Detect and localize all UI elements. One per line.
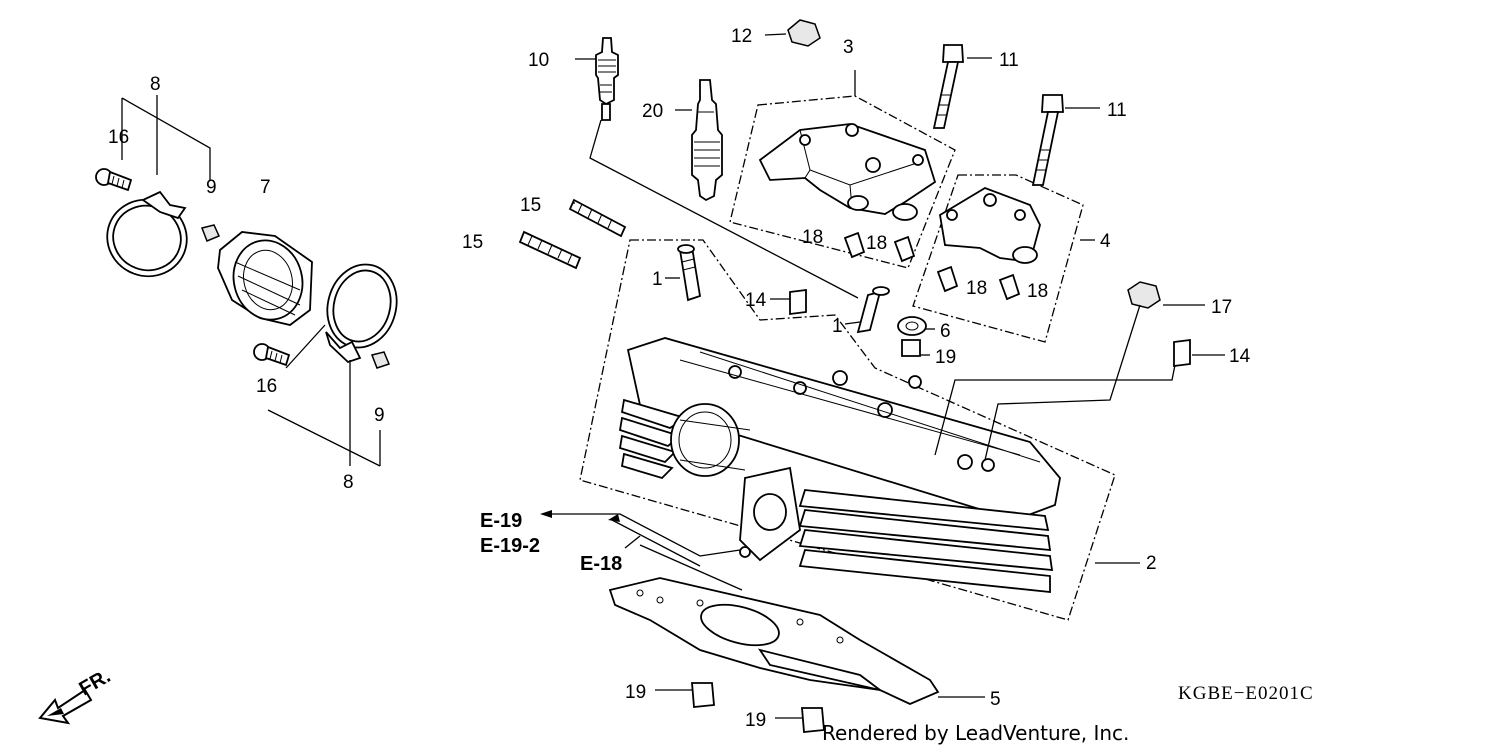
clamp-8-bottom-shape [325, 263, 398, 364]
label-part-11-bottom: 11 [1107, 100, 1127, 121]
label-part-15-lower: 15 [462, 232, 483, 253]
label-part-16-top: 16 [108, 127, 129, 148]
label-part-19-bottom: 19 [745, 710, 766, 731]
label-part-4: 4 [1100, 231, 1111, 252]
rocker-holder-3-group [729, 70, 956, 269]
credit-text: Rendered by LeadVenture, Inc. [822, 721, 1129, 745]
label-part-18-c: 18 [966, 278, 987, 299]
label-part-19-upper: 19 [935, 347, 956, 368]
dowel-19-mid-shape [691, 682, 715, 708]
label-part-9-top: 9 [206, 177, 217, 198]
label-part-19-mid: 19 [625, 682, 646, 703]
spark-plug-10-shape [595, 37, 619, 121]
label-part-8-bottom: 8 [343, 472, 354, 493]
intake-joint-7-shape [217, 231, 313, 326]
label-part-11-top: 11 [999, 50, 1019, 71]
ref-e18[interactable]: E-18 [580, 553, 622, 575]
nut-9-top-shape [200, 224, 221, 242]
bolt-16-top-shape [95, 168, 133, 192]
label-part-3: 3 [843, 37, 854, 58]
label-part-5: 5 [990, 689, 1001, 710]
label-part-6: 6 [940, 321, 951, 342]
bolt-11-shapes [932, 44, 1064, 186]
label-part-9-bottom: 9 [374, 405, 385, 426]
diagram-code: KGBE−E0201C [1178, 683, 1314, 704]
cylinder-head-2-group [579, 239, 1116, 621]
rocker-holder-4-group [912, 174, 1084, 343]
label-part-1-left: 1 [652, 269, 663, 290]
gasket-5-shape [608, 577, 940, 705]
oil-seal-6-shape [897, 316, 927, 336]
nut-17-shape [1127, 281, 1161, 309]
nut-9-bottom-shape [370, 351, 391, 369]
dowel-19-bottom-shape [801, 707, 825, 733]
label-part-20: 20 [642, 101, 663, 122]
label-part-18-a: 18 [802, 227, 823, 248]
label-part-2: 2 [1146, 553, 1157, 574]
label-part-8-top: 8 [150, 74, 161, 95]
label-part-15-upper: 15 [520, 195, 541, 216]
ref-e19[interactable]: E-19 [480, 510, 522, 532]
label-part-18-b: 18 [866, 233, 887, 254]
spark-plug-20-shape [691, 79, 723, 202]
label-part-18-d: 18 [1027, 281, 1048, 302]
ref-e19-2[interactable]: E-19-2 [480, 535, 540, 557]
label-part-12: 12 [731, 26, 752, 47]
label-part-10: 10 [528, 50, 549, 71]
front-direction-arrow-icon [38, 688, 93, 725]
leader-lines [540, 33, 1225, 719]
dowel-19-upper-shape [901, 339, 921, 357]
intake-group-drawing [95, 95, 398, 467]
stud-15-shapes [518, 198, 627, 270]
label-part-14-right: 14 [1229, 346, 1251, 367]
label-part-16-bottom: 16 [256, 376, 277, 397]
bolt-16-bottom-shape [253, 343, 291, 367]
label-part-7: 7 [260, 177, 271, 198]
nut-12-shape [787, 19, 821, 47]
label-part-1-right: 1 [832, 316, 843, 337]
valve-guide-shapes [677, 244, 1191, 368]
label-part-14-left: 14 [745, 290, 767, 311]
clamp-8-top-shape [106, 190, 188, 278]
label-part-17: 17 [1211, 297, 1232, 318]
